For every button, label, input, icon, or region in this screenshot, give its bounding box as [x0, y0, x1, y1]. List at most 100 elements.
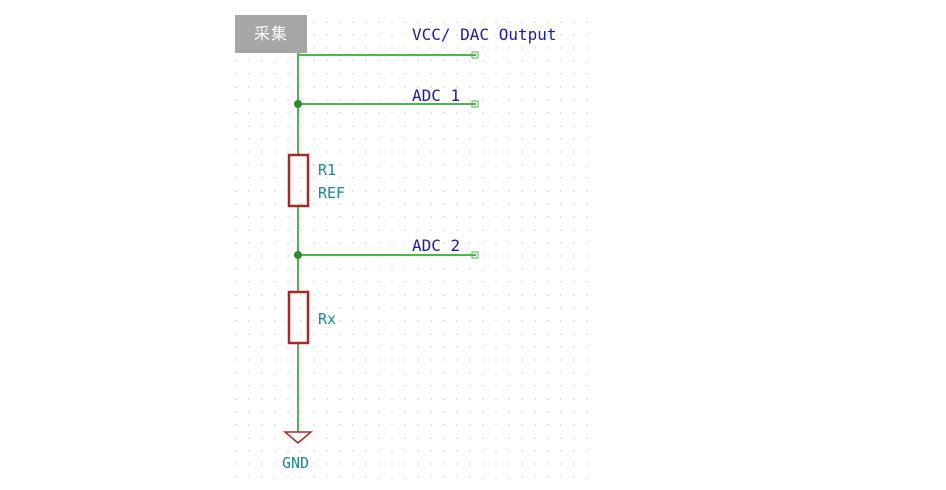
- grid-dot: [534, 385, 536, 387]
- grid-dot: [248, 398, 250, 400]
- grid-dot: [365, 242, 367, 244]
- grid-dot: [443, 216, 445, 218]
- grid-dot: [443, 463, 445, 465]
- grid-dot: [313, 385, 315, 387]
- grid-dot: [482, 307, 484, 309]
- grid-dot: [495, 437, 497, 439]
- grid-dot: [248, 216, 250, 218]
- grid-dot: [248, 359, 250, 361]
- grid-dot: [508, 190, 510, 192]
- grid-dot: [534, 138, 536, 140]
- grid-dot: [469, 86, 471, 88]
- grid-dot: [235, 372, 237, 374]
- grid-dot: [339, 99, 341, 101]
- grid-dot: [274, 294, 276, 296]
- grid-dot: [365, 281, 367, 283]
- grid-dot: [482, 385, 484, 387]
- grid-dot: [248, 372, 250, 374]
- grid-dot: [248, 450, 250, 452]
- grid-dot: [560, 372, 562, 374]
- grid-dot: [482, 99, 484, 101]
- grid-dot: [547, 372, 549, 374]
- grid-dot: [573, 229, 575, 231]
- grid-dot: [274, 216, 276, 218]
- grid-dot: [365, 216, 367, 218]
- grid-dot: [508, 60, 510, 62]
- grid-dot: [378, 307, 380, 309]
- grid-dot: [560, 398, 562, 400]
- grid-dot: [365, 99, 367, 101]
- grid-dot: [326, 177, 328, 179]
- grid-dot: [586, 320, 588, 322]
- grid-dot: [456, 398, 458, 400]
- grid-dot: [521, 164, 523, 166]
- grid-dot: [313, 21, 315, 23]
- grid-dot: [534, 47, 536, 49]
- grid-dot: [235, 463, 237, 465]
- grid-dot: [248, 333, 250, 335]
- grid-dot: [352, 203, 354, 205]
- grid-dot: [339, 125, 341, 127]
- grid-dot: [430, 359, 432, 361]
- grid-dot: [430, 203, 432, 205]
- grid-dot: [287, 125, 289, 127]
- grid-dot: [521, 112, 523, 114]
- grid-dot: [430, 424, 432, 426]
- grid-dot: [430, 73, 432, 75]
- grid-dot: [339, 86, 341, 88]
- grid-dot: [469, 112, 471, 114]
- grid-dot: [508, 476, 510, 478]
- grid-dot: [391, 437, 393, 439]
- grid-dot: [326, 476, 328, 478]
- grid-dot: [534, 73, 536, 75]
- grid-dot: [313, 229, 315, 231]
- grid-dot: [235, 190, 237, 192]
- grid-dot: [391, 320, 393, 322]
- grid-dot: [300, 190, 302, 192]
- grid-dot: [378, 242, 380, 244]
- grid-dot: [560, 346, 562, 348]
- grid-dot: [313, 177, 315, 179]
- grid-dot: [573, 437, 575, 439]
- grid-dot: [261, 242, 263, 244]
- grid-dot: [586, 242, 588, 244]
- grid-dot: [456, 21, 458, 23]
- grid-dot: [235, 437, 237, 439]
- grid-dot: [495, 99, 497, 101]
- grid-dot: [417, 177, 419, 179]
- grid-dot: [339, 138, 341, 140]
- grid-dot: [547, 60, 549, 62]
- grid-dot: [495, 463, 497, 465]
- grid-dot: [365, 112, 367, 114]
- grid-dot: [573, 333, 575, 335]
- grid-dot: [365, 164, 367, 166]
- grid-dot: [365, 21, 367, 23]
- grid-dot: [534, 463, 536, 465]
- grid-dot: [274, 268, 276, 270]
- grid-dot: [378, 112, 380, 114]
- grid-dot: [378, 385, 380, 387]
- grid-dot: [404, 216, 406, 218]
- grid-dot: [352, 99, 354, 101]
- grid-dot: [495, 47, 497, 49]
- grid-dot: [573, 463, 575, 465]
- grid-dot: [430, 34, 432, 36]
- grid-dot: [274, 125, 276, 127]
- grid-dot: [430, 242, 432, 244]
- grid-dot: [560, 476, 562, 478]
- grid-dot: [547, 73, 549, 75]
- grid-dot: [456, 125, 458, 127]
- grid-dot: [261, 255, 263, 257]
- grid-dot: [339, 450, 341, 452]
- grid-dot: [274, 99, 276, 101]
- grid-dot: [365, 34, 367, 36]
- grid-dot: [534, 99, 536, 101]
- grid-dot: [326, 450, 328, 452]
- grid-dot: [469, 190, 471, 192]
- grid-dot: [235, 450, 237, 452]
- grid-dot: [456, 385, 458, 387]
- grid-dot: [339, 294, 341, 296]
- grid-dot: [508, 34, 510, 36]
- grid-dot: [495, 21, 497, 23]
- grid-dot: [586, 60, 588, 62]
